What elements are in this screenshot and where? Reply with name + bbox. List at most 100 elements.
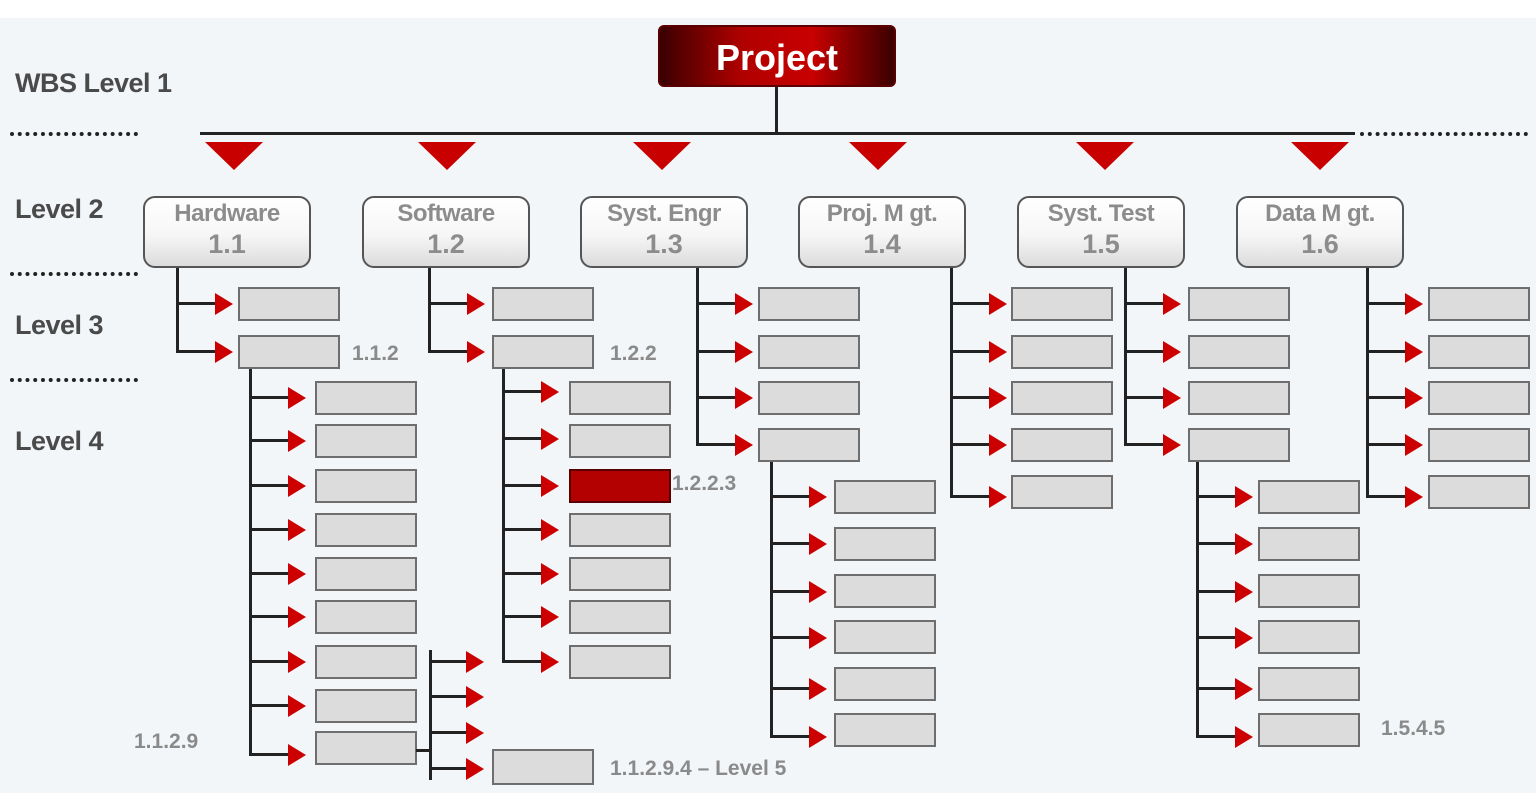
branch-arrow-icon: [205, 142, 263, 170]
node-code: 1.2: [427, 229, 465, 259]
wbs-element-box: [1258, 620, 1360, 654]
child-arrow-icon: [989, 486, 1007, 508]
child-arrow-icon: [541, 519, 559, 541]
tree-connector: [1366, 443, 1406, 446]
child-arrow-icon: [467, 341, 485, 363]
wbs-element-box: [834, 574, 936, 608]
wbs-element-box: [758, 335, 860, 369]
wbs-element-box: [834, 480, 936, 514]
child-arrow-icon: [541, 381, 559, 403]
wbs-element-box: [1258, 713, 1360, 747]
child-arrow-icon: [1235, 627, 1253, 649]
root-connector: [775, 87, 778, 134]
tree-connector: [950, 443, 990, 446]
child-arrow-icon: [809, 678, 827, 700]
child-arrow-icon: [288, 563, 306, 585]
level-separator: [10, 272, 138, 276]
wbs-element-box: [492, 749, 594, 785]
tree-connector: [1124, 350, 1164, 353]
child-arrow-icon: [288, 606, 306, 628]
node-syst-test: Syst. Test 1.5: [1017, 196, 1185, 268]
child-arrow-icon: [288, 695, 306, 717]
child-arrow-icon: [809, 726, 827, 748]
node-syst-engr: Syst. Engr 1.3: [580, 196, 748, 268]
tree-connector: [502, 390, 542, 393]
wbs-element-box: [1011, 428, 1113, 462]
tree-connector: [696, 350, 736, 353]
wbs-element-box: [1258, 667, 1360, 701]
child-arrow-icon: [541, 563, 559, 585]
tree-connector: [950, 268, 953, 498]
level-2-label: Level 2: [15, 194, 104, 224]
callout-code: 1.2.2: [610, 342, 657, 365]
wbs-element-box: [1258, 527, 1360, 561]
wbs-element-box: [1188, 381, 1290, 415]
child-arrow-icon: [1405, 341, 1423, 363]
node-code: 1.6: [1301, 229, 1339, 259]
wbs-element-box: [569, 600, 671, 634]
wbs-element-box: [569, 424, 671, 458]
wbs-element-box: [834, 620, 936, 654]
child-arrow-icon: [809, 486, 827, 508]
tree-connector: [176, 302, 216, 305]
callout-code: 1.2.2.3: [672, 472, 737, 495]
tree-connector: [770, 495, 810, 498]
wbs-element-box: [238, 335, 340, 369]
branch-arrow-icon: [1291, 142, 1349, 170]
child-arrow-icon: [1405, 387, 1423, 409]
child-arrow-icon: [288, 475, 306, 497]
wbs-element-box: [1011, 287, 1113, 321]
callout-code: 1.1.2.9.4 – Level 5: [610, 757, 787, 780]
wbs-element-box: [315, 731, 417, 765]
wbs-element-box: [758, 287, 860, 321]
tree-connector: [770, 636, 810, 639]
wbs-element-box: [834, 527, 936, 561]
tree-connector: [429, 731, 467, 734]
node-software: Software 1.2: [362, 196, 530, 268]
wbs-element-box: [315, 600, 417, 634]
tree-connector: [696, 268, 699, 446]
callout-code: 1.1.2: [352, 342, 399, 365]
node-title: Software: [397, 200, 495, 227]
tree-connector: [1124, 396, 1164, 399]
wbs-element-box: [834, 713, 936, 747]
node-title: Hardware: [174, 200, 280, 227]
child-arrow-icon: [1235, 726, 1253, 748]
tree-connector: [428, 302, 468, 305]
tree-connector: [502, 615, 542, 618]
child-arrow-icon: [215, 293, 233, 315]
child-arrow-icon: [1163, 434, 1181, 456]
child-arrow-icon: [288, 519, 306, 541]
wbs-element-box: [1428, 381, 1530, 415]
child-arrow-icon: [989, 293, 1007, 315]
child-arrow-icon: [467, 293, 485, 315]
child-arrow-icon: [735, 387, 753, 409]
level-4-label: Level 4: [15, 426, 104, 456]
wbs-diagram: WBS Level 1 Level 2 Level 3 Level 4 Proj…: [0, 18, 1536, 793]
wbs-element-box: [569, 513, 671, 547]
tree-connector: [249, 528, 289, 531]
tree-connector: [1366, 350, 1406, 353]
tree-connector: [416, 749, 431, 752]
tree-connector: [1196, 590, 1236, 593]
tree-connector: [950, 495, 990, 498]
node-hardware: Hardware 1.1: [143, 196, 311, 268]
child-arrow-icon: [541, 651, 559, 673]
branch-arrow-icon: [849, 142, 907, 170]
child-arrow-icon: [735, 341, 753, 363]
wbs-element-box: [1428, 428, 1530, 462]
child-arrow-icon: [288, 430, 306, 452]
tree-connector: [249, 615, 289, 618]
wbs-element-box: [1011, 475, 1113, 509]
tree-connector: [176, 268, 179, 353]
wbs-element-box: [1188, 428, 1290, 462]
node-code: 1.1: [208, 229, 246, 259]
child-arrow-icon: [1405, 293, 1423, 315]
tree-connector: [1124, 268, 1127, 446]
branch-arrow-icon: [633, 142, 691, 170]
tree-connector: [176, 350, 216, 353]
wbs-element-box: [1428, 475, 1530, 509]
level-separator: [1360, 132, 1528, 136]
callout-code: 1.1.2.9: [134, 730, 199, 753]
child-arrow-icon: [1235, 533, 1253, 555]
